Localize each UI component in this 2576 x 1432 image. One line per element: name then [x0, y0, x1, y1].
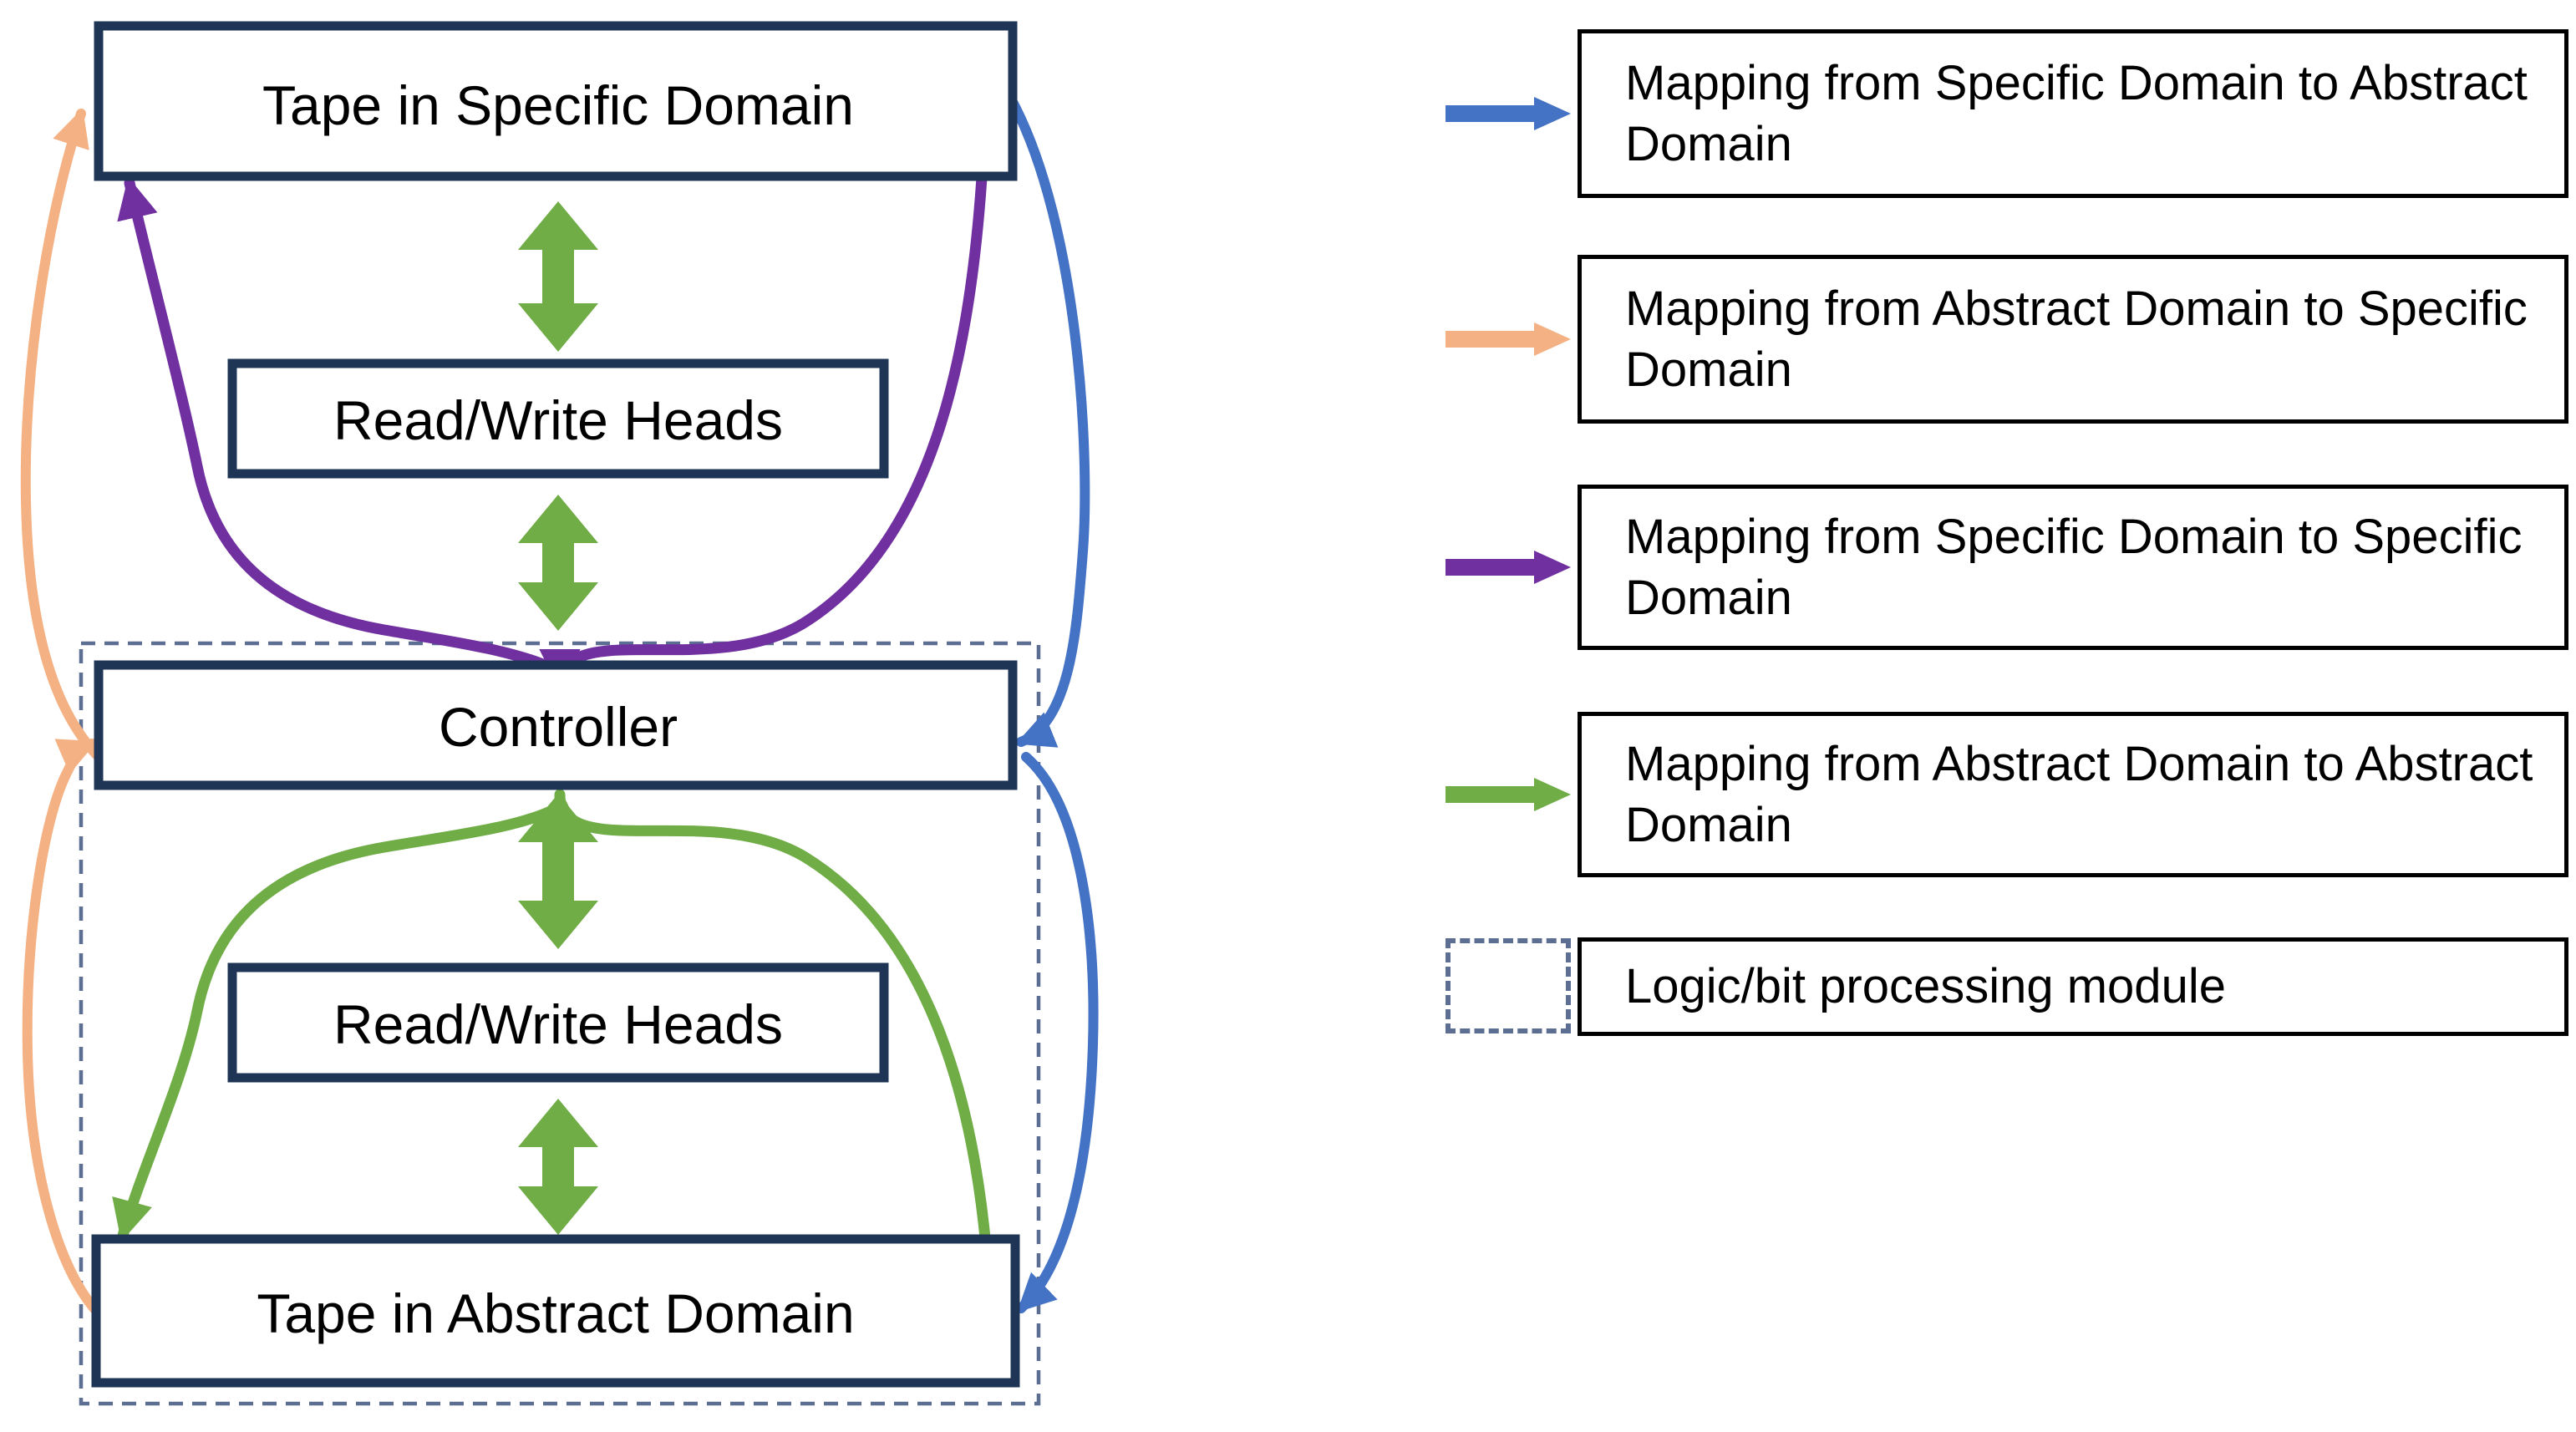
legend: Mapping from Specific Domain to Abstract… [1420, 0, 2576, 1432]
node-rw-heads-top-label: Read/Write Heads [333, 389, 783, 451]
green-arrow-icon [1446, 778, 1571, 811]
edge-abstract-tape-to-controller-green [539, 788, 992, 1252]
architecture-diagram: Tape in Specific Domain Read/Write Heads… [20, 21, 1099, 1406]
edge-controller-to-specific-tape-purple [117, 176, 567, 679]
legend-label-text: Mapping from Specific Domain to Specific… [1625, 509, 2523, 625]
legend-label-box: Mapping from Specific Domain to Specific… [1578, 485, 2568, 650]
legend-label-box: Mapping from Abstract Domain to Specific… [1578, 255, 2568, 424]
double-arrow-icon-tape-specific-rw [518, 201, 598, 352]
edge-controller-to-abstract-tape-blue [1016, 752, 1099, 1313]
purple-arrow-shaft [1446, 559, 1534, 576]
blue-arrow-icon [1446, 97, 1571, 130]
legend-label-text: Mapping from Specific Domain to Abstract… [1625, 55, 2528, 171]
legend-label-text: Mapping from Abstract Domain to Specific… [1625, 281, 2528, 397]
blue-arrow-head [1534, 97, 1571, 130]
green-arrow-shaft [1446, 786, 1534, 803]
node-rw-heads-top-box [227, 358, 889, 479]
legend-label-text: Mapping from Abstract Domain to Abstract… [1625, 736, 2533, 852]
node-tape-specific-box [94, 21, 1018, 181]
orange-arrow-head [1534, 322, 1571, 356]
logic-module-dashed-boundary [79, 641, 1041, 1406]
edge-controller-to-abstract-tape-green [112, 800, 567, 1242]
purple-arrow-head [1534, 551, 1571, 584]
node-rw-heads-bottom-label: Read/Write Heads [333, 993, 783, 1055]
legend-label-box: Logic/bit processing module [1578, 937, 2568, 1036]
node-rw-heads-bottom-box [227, 962, 889, 1083]
double-arrow-icon-rw-tape-abstract [518, 1099, 598, 1235]
node-controller-label: Controller [439, 696, 678, 758]
blue-arrow-shaft [1446, 105, 1534, 122]
green-arrow-head [1534, 778, 1571, 811]
dashed-box-icon [1446, 938, 1571, 1033]
double-arrow-icon-controller-rw [518, 794, 598, 949]
legend-label-box: Mapping from Specific Domain to Abstract… [1578, 29, 2568, 198]
legend-label-text: Logic/bit processing module [1625, 959, 2226, 1014]
edge-abstract-tape-to-controller-orange [22, 739, 102, 1317]
purple-arrow-icon [1446, 551, 1571, 584]
orange-arrow-icon [1446, 322, 1571, 356]
edge-specific-tape-to-controller-blue [1008, 97, 1090, 748]
legend-label-box: Mapping from Abstract Domain to Abstract… [1578, 712, 2568, 877]
node-tape-specific-label: Tape in Specific Domain [262, 74, 854, 136]
orange-arrow-shaft [1446, 331, 1534, 348]
node-controller-box [94, 660, 1018, 790]
edge-specific-tape-to-controller-purple [539, 172, 988, 691]
node-tape-abstract-label: Tape in Abstract Domain [257, 1282, 854, 1344]
double-arrow-icon-rw-controller [518, 495, 598, 631]
edge-controller-to-specific-tape-orange [20, 108, 105, 764]
node-tape-abstract-box [91, 1234, 1020, 1388]
